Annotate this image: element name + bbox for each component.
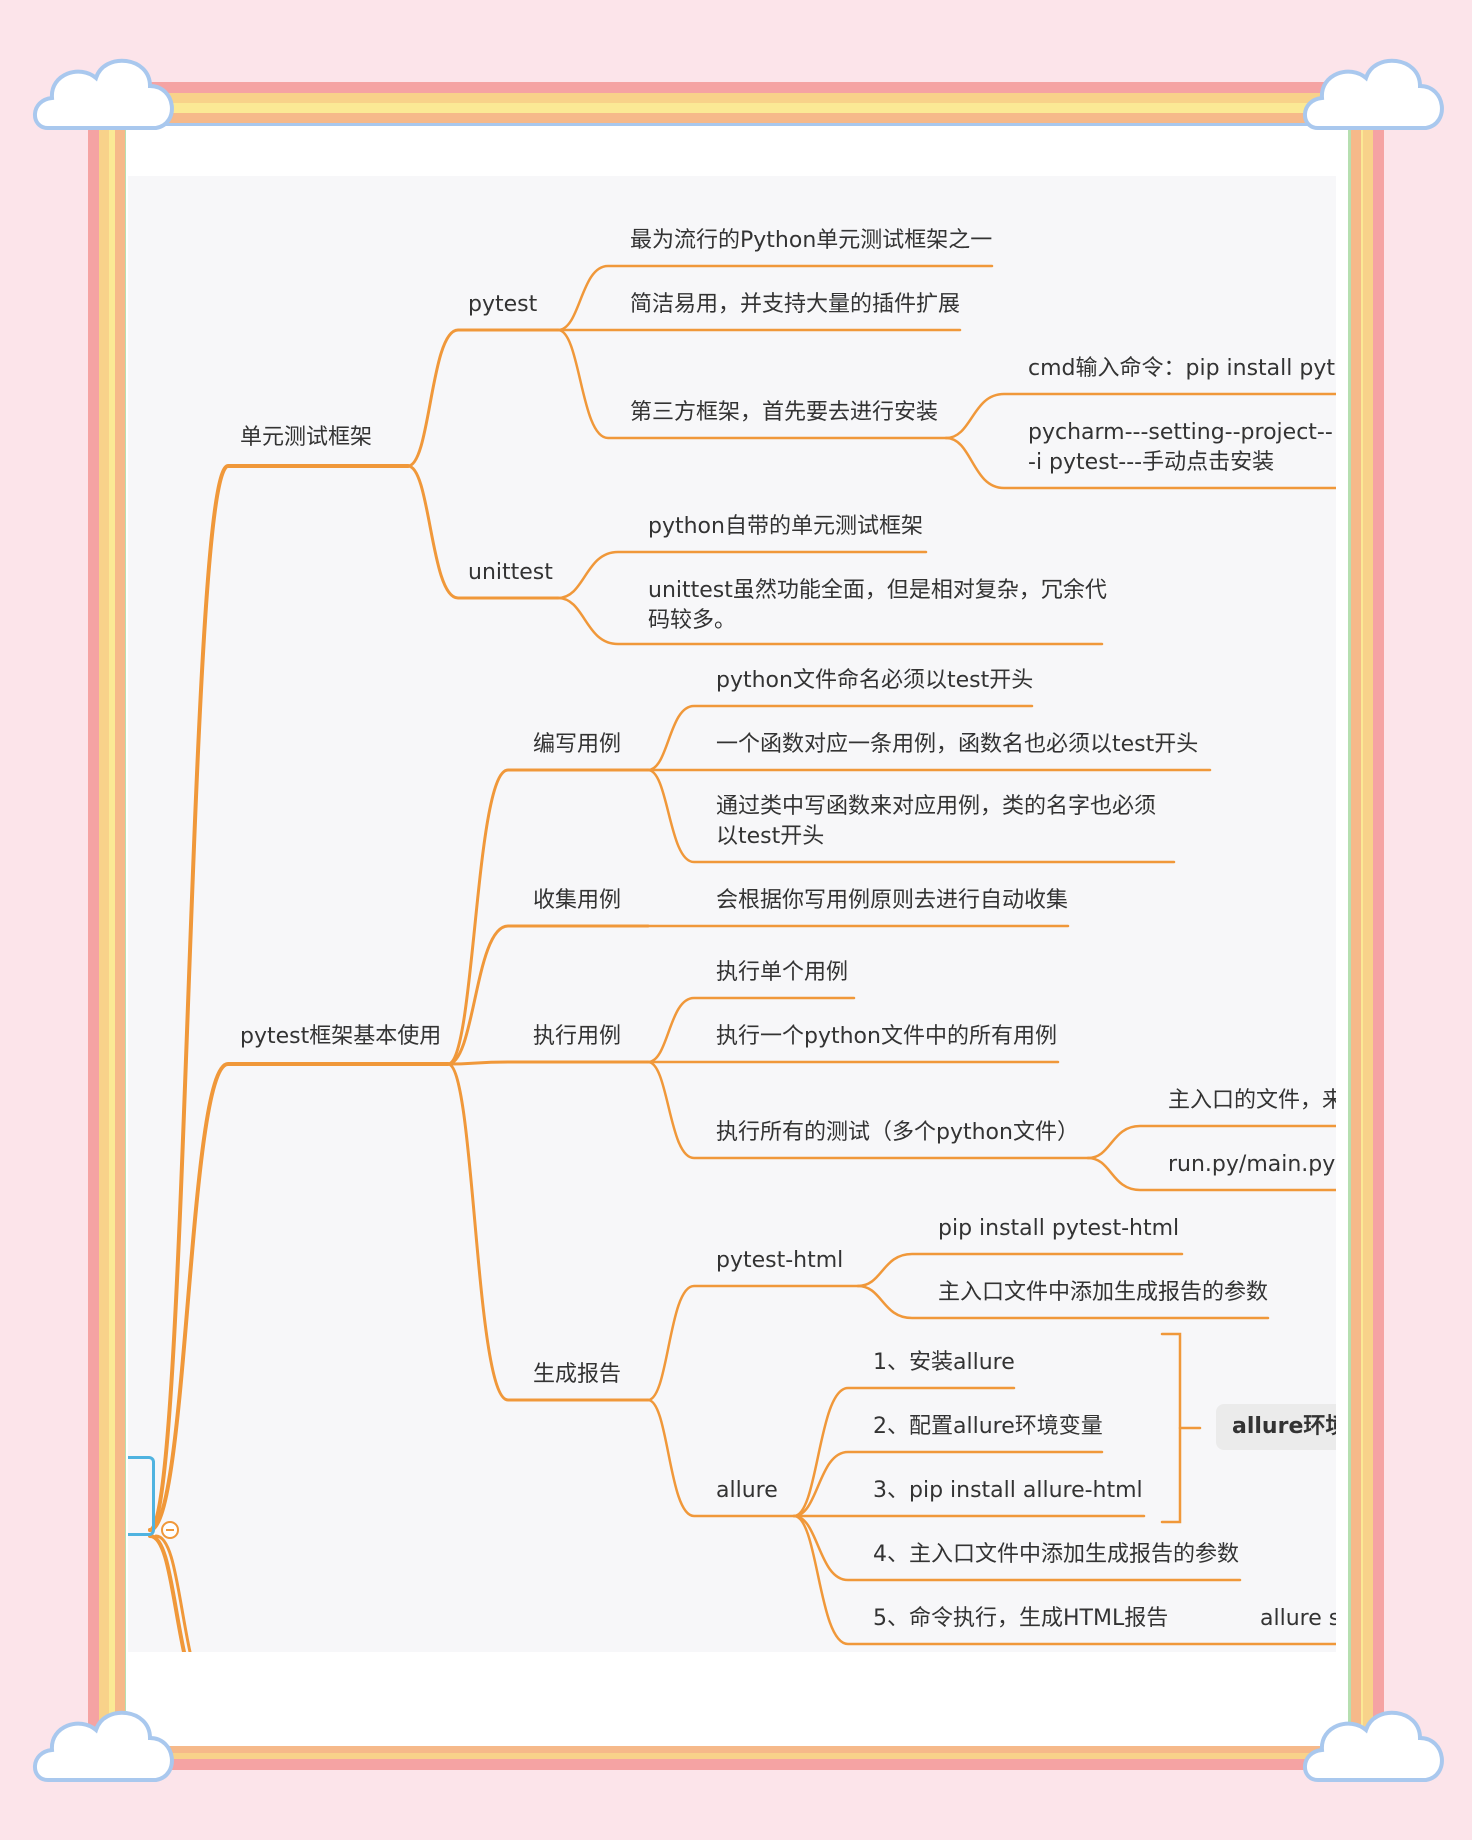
connector	[556, 550, 928, 600]
branch-pytest-basic-usage[interactable]: pytest框架基本使用	[240, 1024, 442, 1049]
connector	[148, 464, 410, 1532]
node-pytest-html[interactable]: pytest-html	[716, 1248, 844, 1273]
leaf-unittest-builtin[interactable]: python自带的单元测试框架	[648, 514, 923, 539]
node-collect-cases[interactable]: 收集用例	[533, 888, 622, 913]
collapse-minus-icon[interactable]	[160, 1520, 180, 1540]
leaf-allure-step-4[interactable]: 4、主入口文件中添加生成报告的参数	[873, 1542, 1239, 1567]
leaf-allure-step-2[interactable]: 2、配置allure环境变量	[873, 1414, 1103, 1439]
connector	[154, 1534, 192, 1652]
mindmap-canvas[interactable]: 单元测试框架 pytest 最为流行的Python单元测试框架之一 简洁易用，并…	[128, 176, 1336, 1652]
leaf-class-naming[interactable]: 通过类中写函数来对应用例，类的名字也必须以test开头	[716, 794, 1157, 849]
connector	[148, 1534, 186, 1652]
leaf-run-py[interactable]: run.py/main.py	[1168, 1152, 1336, 1177]
connector	[148, 1062, 450, 1532]
connector	[646, 1284, 860, 1402]
leaf-pytest-simple[interactable]: 简洁易用，并支持大量的插件扩展	[630, 292, 961, 317]
node-allure[interactable]: allure	[716, 1478, 778, 1503]
cloud-icon	[1303, 1710, 1444, 1782]
summary-bracket	[1160, 1332, 1182, 1524]
connector	[944, 436, 1336, 490]
connector	[792, 1386, 1016, 1518]
connector	[446, 1062, 650, 1402]
connector	[556, 328, 948, 440]
leaf-pytest-html-params[interactable]: 主入口文件中添加生成报告的参数	[938, 1280, 1269, 1305]
leaf-pytest-popular[interactable]: 最为流行的Python单元测试框架之一	[630, 228, 993, 253]
node-generate-report[interactable]: 生成报告	[533, 1362, 622, 1387]
node-pytest-install[interactable]: 第三方框架，首先要去进行安装	[630, 400, 939, 425]
leaf-unittest-complex[interactable]: unittest虽然功能全面，但是相对复杂，冗余代码较多。	[648, 578, 1107, 633]
node-run-all[interactable]: 执行所有的测试（多个python文件）	[716, 1120, 1079, 1145]
allure-command-note[interactable]: allure s	[1260, 1606, 1336, 1631]
connector	[1086, 1156, 1336, 1192]
node-pytest[interactable]: pytest	[468, 292, 538, 317]
cloud-icon	[1303, 58, 1444, 130]
connector	[446, 924, 650, 1066]
connector	[646, 996, 856, 1064]
leaf-main-entry-file[interactable]: 主入口的文件，来	[1168, 1088, 1336, 1113]
leaf-function-naming[interactable]: 一个函数对应一条用例，函数名也必须以test开头	[716, 732, 1199, 757]
leaf-allure-step-1[interactable]: 1、安装allure	[873, 1350, 1015, 1375]
connector	[646, 704, 1034, 772]
leaf-run-single[interactable]: 执行单个用例	[716, 960, 849, 985]
connector	[856, 1284, 1270, 1320]
connector	[646, 1398, 796, 1518]
connector	[556, 264, 994, 332]
leaf-run-file[interactable]: 执行一个python文件中的所有用例	[716, 1024, 1057, 1049]
branch-unit-test-frameworks[interactable]: 单元测试框架	[240, 425, 373, 450]
connector	[1086, 1124, 1336, 1160]
leaf-file-naming[interactable]: python文件命名必须以test开头	[716, 668, 1034, 693]
connector	[944, 392, 1336, 440]
connector	[792, 1514, 1336, 1646]
connector	[406, 464, 560, 600]
cloud-icon	[33, 1710, 174, 1782]
connector	[406, 328, 560, 468]
cloud-icon	[33, 58, 174, 130]
connector	[792, 1450, 1104, 1518]
selected-root-outline[interactable]	[128, 1456, 155, 1536]
mindmap-connectors	[148, 264, 1336, 1652]
leaf-allure-step-3[interactable]: 3、pip install allure-html	[873, 1478, 1143, 1503]
leaf-install-pycharm[interactable]: pycharm---setting--project---i pytest---…	[1028, 420, 1333, 475]
connector	[856, 1252, 1184, 1288]
connector	[446, 1060, 650, 1066]
node-write-cases[interactable]: 编写用例	[533, 732, 622, 757]
connector	[646, 768, 1176, 864]
connector	[446, 768, 650, 1066]
leaf-install-pytest-html[interactable]: pip install pytest-html	[938, 1216, 1180, 1241]
leaf-install-cmd[interactable]: cmd输入命令：pip install pyte	[1028, 356, 1336, 381]
connector	[556, 596, 1104, 646]
connector	[646, 1060, 1090, 1160]
connector	[792, 1514, 1242, 1582]
leaf-auto-collect[interactable]: 会根据你写用例原则去进行自动收集	[716, 888, 1069, 913]
node-unittest[interactable]: unittest	[468, 560, 553, 585]
node-run-cases[interactable]: 执行用例	[533, 1024, 622, 1049]
leaf-allure-step-5[interactable]: 5、命令执行，生成HTML报告	[873, 1606, 1169, 1631]
summary-allure-environment[interactable]: allure环境	[1216, 1404, 1336, 1450]
